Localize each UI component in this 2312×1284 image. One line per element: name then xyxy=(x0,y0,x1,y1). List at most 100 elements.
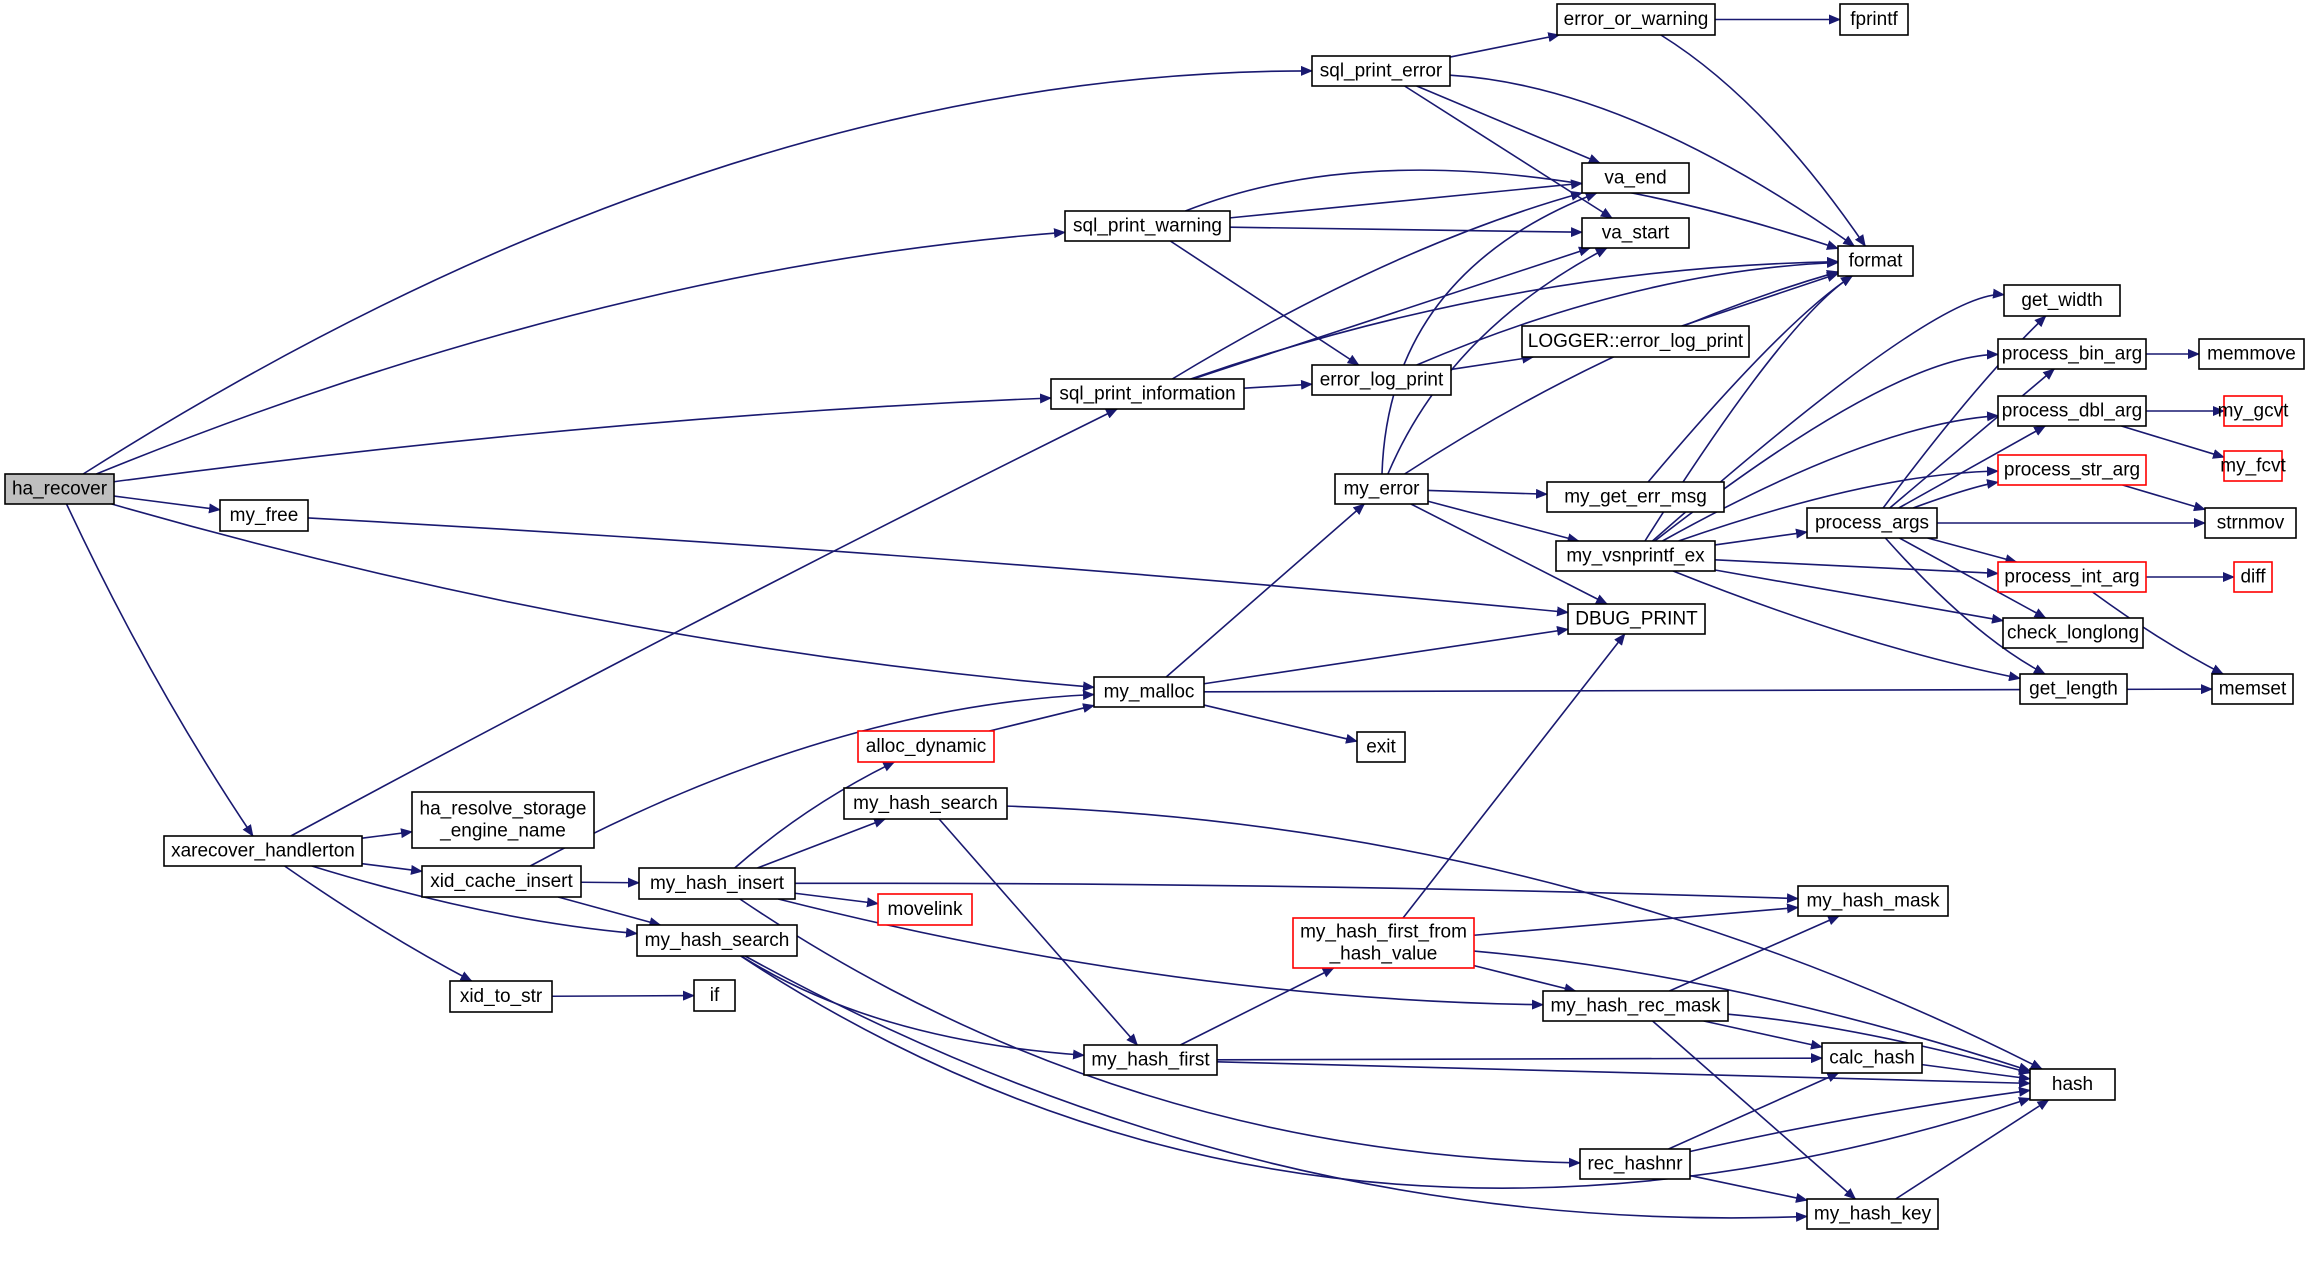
node-process_int_arg[interactable]: process_int_arg xyxy=(1997,561,2147,593)
node-box[interactable] xyxy=(1334,473,1429,505)
node-box[interactable] xyxy=(2211,673,2294,705)
node-box[interactable] xyxy=(2029,1068,2116,1101)
node-box[interactable] xyxy=(1806,1198,1939,1230)
node-box[interactable] xyxy=(2223,450,2283,482)
node-my_hash_search_b[interactable]: my_hash_search xyxy=(636,924,798,957)
node-va_start[interactable]: va_start xyxy=(1581,217,1690,249)
node-my_hash_first[interactable]: my_hash_first xyxy=(1083,1044,1218,1076)
node-box[interactable] xyxy=(1356,731,1406,763)
node-my_hash_key[interactable]: my_hash_key xyxy=(1806,1198,1939,1230)
node-memmove[interactable]: memmove xyxy=(2198,338,2305,370)
node-box[interactable] xyxy=(163,835,363,867)
node-box[interactable] xyxy=(4,473,115,505)
node-box[interactable] xyxy=(857,730,995,763)
node-my_malloc[interactable]: my_malloc xyxy=(1093,676,1205,708)
node-sql_print_information[interactable]: sql_print_information xyxy=(1050,378,1245,410)
node-my_hash_rec_mask[interactable]: my_hash_rec_mask xyxy=(1542,990,1729,1022)
node-my_vsnprintf_ex[interactable]: my_vsnprintf_ex xyxy=(1555,540,1716,572)
node-box[interactable] xyxy=(2223,395,2283,427)
node-alloc_dynamic[interactable]: alloc_dynamic xyxy=(857,730,995,763)
node-box[interactable] xyxy=(1311,55,1451,87)
node-box[interactable] xyxy=(2019,673,2128,705)
node-box[interactable] xyxy=(2233,561,2273,593)
node-box[interactable] xyxy=(1797,885,1949,917)
node-box[interactable] xyxy=(1292,917,1475,969)
node-box[interactable] xyxy=(1997,338,2147,370)
node-box[interactable] xyxy=(1521,325,1750,358)
node-ha_recover[interactable]: ha_recover xyxy=(4,473,115,505)
node-box[interactable] xyxy=(1997,561,2147,593)
node-get_width[interactable]: get_width xyxy=(2003,284,2121,317)
node-get_length[interactable]: get_length xyxy=(2019,673,2128,705)
node-box[interactable] xyxy=(219,499,309,532)
node-ha_resolve_storage_engine_name[interactable]: ha_resolve_storage_engine_name xyxy=(411,791,595,849)
node-box[interactable] xyxy=(1579,1148,1691,1180)
node-box[interactable] xyxy=(2198,338,2305,370)
node-box[interactable] xyxy=(1546,481,1725,513)
node-process_str_arg[interactable]: process_str_arg xyxy=(1997,454,2147,486)
node-box[interactable] xyxy=(1581,217,1690,249)
node-logger_error_log_print[interactable]: LOGGER::error_log_print xyxy=(1521,325,1750,358)
node-box[interactable] xyxy=(636,924,798,957)
node-my_hash_insert[interactable]: my_hash_insert xyxy=(638,867,796,900)
node-box[interactable] xyxy=(1837,245,1914,277)
node-box[interactable] xyxy=(1064,210,1231,242)
node-my_fcvt[interactable]: my_fcvt xyxy=(2220,450,2286,482)
node-box[interactable] xyxy=(1542,990,1729,1022)
node-box[interactable] xyxy=(449,980,553,1013)
node-box[interactable] xyxy=(877,893,973,926)
node-error_or_warning[interactable]: error_or_warning xyxy=(1556,3,1716,36)
node-box[interactable] xyxy=(843,787,1008,820)
node-box[interactable] xyxy=(1581,162,1690,194)
node-format[interactable]: format xyxy=(1837,245,1914,277)
node-my_error[interactable]: my_error xyxy=(1334,473,1429,505)
node-box[interactable] xyxy=(421,865,582,898)
node-movelink[interactable]: movelink xyxy=(877,893,973,926)
node-box[interactable] xyxy=(1997,454,2147,486)
node-box[interactable] xyxy=(1050,378,1245,410)
node-hash[interactable]: hash xyxy=(2029,1068,2116,1101)
node-box[interactable] xyxy=(1567,603,1706,635)
node-box[interactable] xyxy=(1311,364,1452,396)
node-box[interactable] xyxy=(1093,676,1205,708)
node-if[interactable]: if xyxy=(693,979,736,1012)
node-dbug_print[interactable]: DBUG_PRINT xyxy=(1567,603,1706,635)
node-box[interactable] xyxy=(1806,507,1938,539)
node-box[interactable] xyxy=(2003,284,2121,317)
node-rec_hashnr[interactable]: rec_hashnr xyxy=(1579,1148,1691,1180)
node-xarecover_handlerton[interactable]: xarecover_handlerton xyxy=(163,835,363,867)
node-sql_print_error[interactable]: sql_print_error xyxy=(1311,55,1451,87)
node-my_get_err_msg[interactable]: my_get_err_msg xyxy=(1546,481,1725,513)
node-my_hash_search_a[interactable]: my_hash_search xyxy=(843,787,1008,820)
node-my_free[interactable]: my_free xyxy=(219,499,309,532)
node-box[interactable] xyxy=(1821,1042,1923,1074)
node-box[interactable] xyxy=(1555,540,1716,572)
node-box[interactable] xyxy=(411,791,595,849)
node-exit[interactable]: exit xyxy=(1356,731,1406,763)
node-strnmov[interactable]: strnmov xyxy=(2204,507,2297,539)
node-diff[interactable]: diff xyxy=(2233,561,2273,593)
node-box[interactable] xyxy=(2002,617,2144,649)
node-box[interactable] xyxy=(2204,507,2297,539)
node-process_dbl_arg[interactable]: process_dbl_arg xyxy=(1997,395,2147,427)
node-box[interactable] xyxy=(1839,3,1909,36)
node-error_log_print[interactable]: error_log_print xyxy=(1311,364,1452,396)
node-box[interactable] xyxy=(693,979,736,1012)
node-xid_cache_insert[interactable]: xid_cache_insert xyxy=(421,865,582,898)
node-check_longlong[interactable]: check_longlong xyxy=(2002,617,2144,649)
node-calc_hash[interactable]: calc_hash xyxy=(1821,1042,1923,1074)
node-process_bin_arg[interactable]: process_bin_arg xyxy=(1997,338,2147,370)
node-my_gcvt[interactable]: my_gcvt xyxy=(2218,395,2289,427)
node-sql_print_warning[interactable]: sql_print_warning xyxy=(1064,210,1231,242)
node-my_hash_mask[interactable]: my_hash_mask xyxy=(1797,885,1949,917)
node-process_args[interactable]: process_args xyxy=(1806,507,1938,539)
node-box[interactable] xyxy=(1997,395,2147,427)
node-box[interactable] xyxy=(638,867,796,900)
node-fprintf[interactable]: fprintf xyxy=(1839,3,1909,36)
node-xid_to_str[interactable]: xid_to_str xyxy=(449,980,553,1013)
node-memset[interactable]: memset xyxy=(2211,673,2294,705)
node-my_hash_first_from_hash_value[interactable]: my_hash_first_from_hash_value xyxy=(1292,917,1475,969)
node-box[interactable] xyxy=(1556,3,1716,36)
node-va_end[interactable]: va_end xyxy=(1581,162,1690,194)
node-box[interactable] xyxy=(1083,1044,1218,1076)
